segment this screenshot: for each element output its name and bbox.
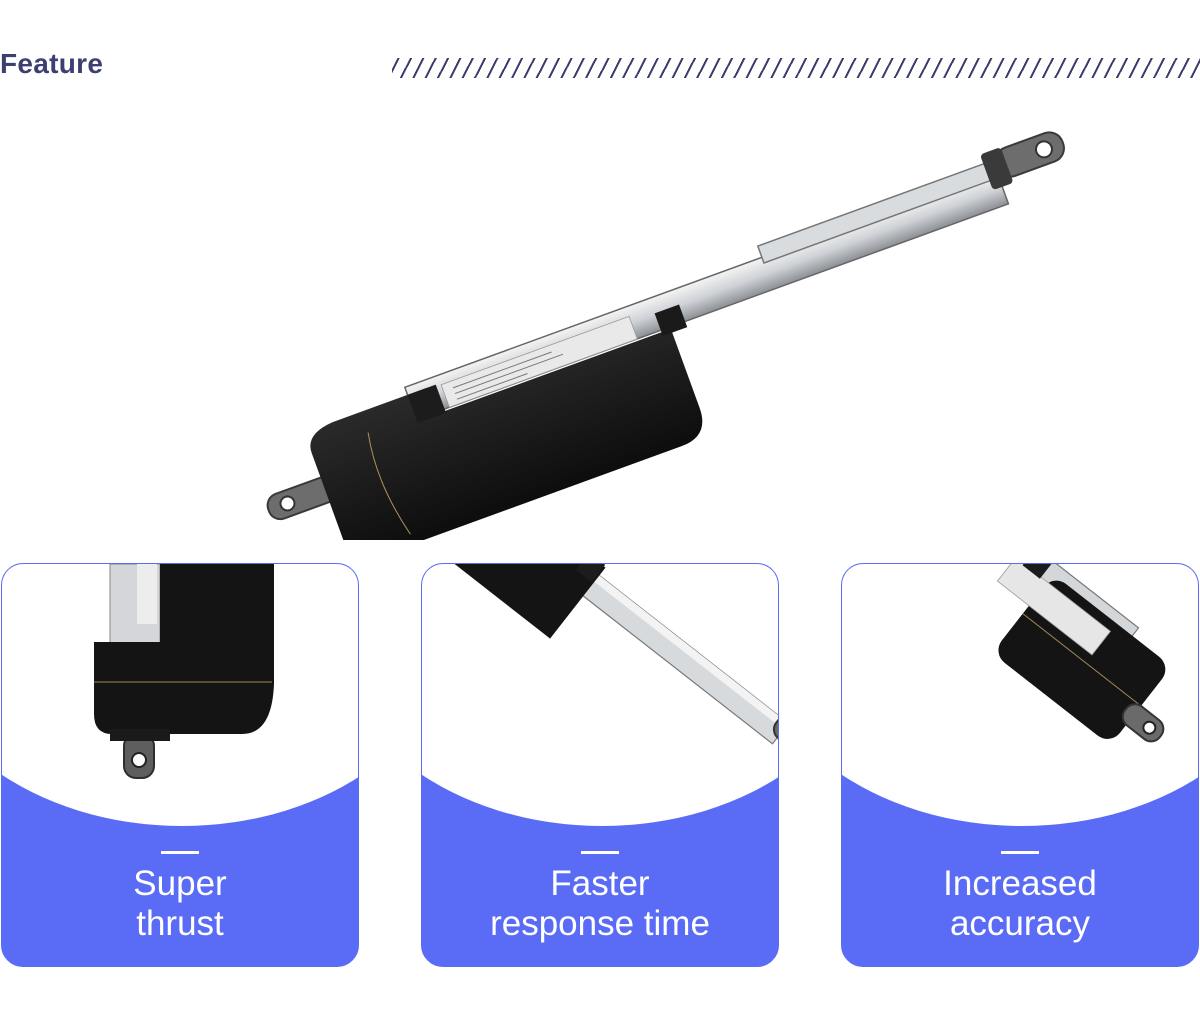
feature-label-line2: accuracy: [949, 904, 1091, 943]
hatch-divider: [392, 58, 1200, 78]
feature-card-faster-response: Faster response time: [421, 563, 779, 967]
feature-label: Increased accuracy: [842, 864, 1198, 944]
divider-dash: [161, 851, 199, 854]
divider-dash: [1001, 851, 1039, 854]
feature-card-super-thrust: Super thrust: [1, 563, 359, 967]
feature-label: Super thrust: [2, 864, 358, 944]
feature-label-line1: Increased: [943, 864, 1097, 903]
divider-dash: [581, 851, 619, 854]
page-title: Feature: [0, 48, 104, 79]
feature-label-line1: Super: [133, 864, 227, 903]
feature-label-line2: response time: [490, 904, 710, 943]
actuator-hero-image: [266, 131, 1065, 540]
feature-label-line1: Faster: [550, 864, 650, 903]
actuator-motor-closeup-image: [94, 564, 274, 779]
actuator-rod-closeup-image: [422, 564, 778, 757]
actuator-housing-closeup-image: [935, 564, 1166, 743]
feature-label: Faster response time: [422, 864, 778, 944]
feature-label-line2: thrust: [136, 904, 224, 943]
feature-card-increased-accuracy: Increased accuracy: [841, 563, 1199, 967]
